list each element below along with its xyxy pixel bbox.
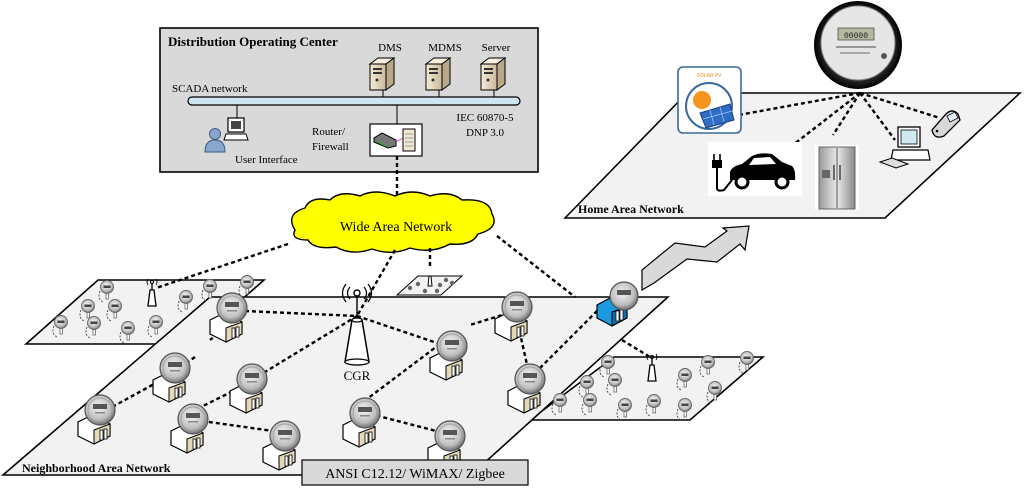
scada-network-label: SCADA network [172, 83, 248, 95]
solar-pv-icon: SOLAR PV [677, 66, 742, 134]
router-label-line2: Firewall [312, 141, 349, 153]
nan-to-han-arrow [641, 225, 750, 292]
link-nan-right-cluster [621, 338, 651, 359]
scada-bus [187, 96, 521, 106]
server-label-server: Server [482, 42, 511, 54]
server-icon [480, 57, 506, 91]
home-smart-meter-icon: 00000 [814, 1, 902, 89]
dms-server-icon [369, 57, 395, 91]
user-interface-label: User Interface [235, 154, 298, 166]
solar-pv-label: SOLAR PV [696, 73, 722, 79]
meter-display: 00000 [844, 32, 868, 41]
nan-label: Neighborhood Area Network [22, 461, 171, 475]
doc-title: Distribution Operating Center [168, 34, 338, 49]
meter-house [77, 394, 116, 445]
distant-cluster-meters [407, 275, 455, 294]
link-wan-left-cluster [155, 242, 289, 290]
han-label: Home Area Network [578, 202, 684, 216]
home-computer-icon [878, 126, 931, 169]
distribution-operating-center: Distribution Operating Center DMS MDMS S… [159, 27, 539, 173]
router-label-line1: Router/ [312, 126, 346, 138]
server-label-dms: DMS [378, 42, 402, 54]
electric-vehicle-icon [708, 142, 802, 196]
protocol-dnp: DNP 3.0 [466, 127, 505, 139]
link-wan-right [496, 235, 576, 298]
server-label-mdms: MDMS [428, 42, 462, 54]
user-interface-icon [204, 117, 249, 153]
protocol-iec: IEC 60870-5 [456, 112, 514, 124]
wide-area-network-cloud: Wide Area Network [291, 191, 495, 253]
highlighted-home-meter [596, 281, 639, 327]
cgr-label: CGR [344, 368, 371, 383]
nan-protocol-label: ANSI C12.12/ WiMAX/ Zigbee [325, 467, 505, 482]
router-firewall-icon [369, 123, 423, 157]
refrigerator-icon [815, 145, 859, 210]
cgr-tower-icon [341, 283, 373, 366]
mdms-server-icon [425, 57, 451, 91]
wan-label: Wide Area Network [340, 220, 452, 235]
link-wan-cgr [355, 249, 397, 317]
mobile-phone-icon [931, 110, 961, 138]
nan-protocol-box: ANSI C12.12/ WiMAX/ Zigbee [301, 459, 529, 486]
home-area-network: Home Area Network 00000 SOLAR PV [563, 1, 1023, 219]
